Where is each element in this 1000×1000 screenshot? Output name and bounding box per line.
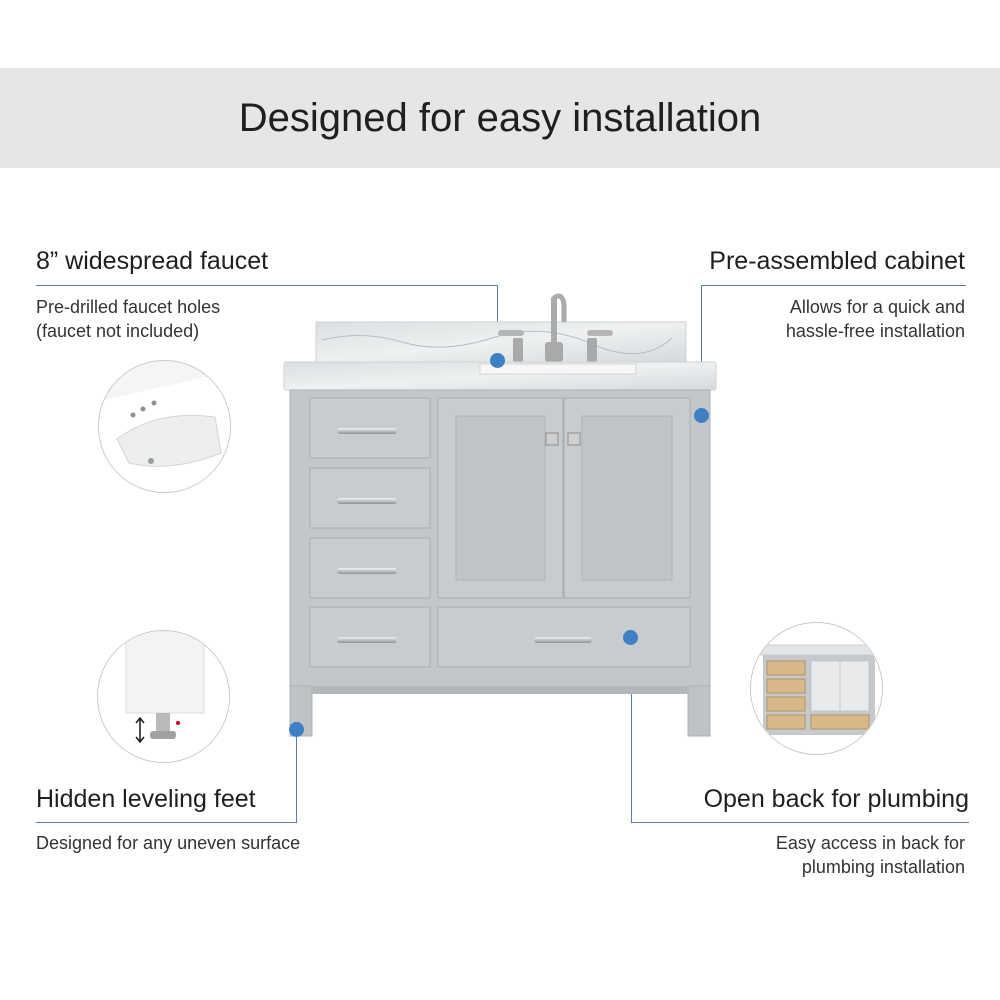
leader-feet-horizontal xyxy=(36,822,297,823)
feature-title-feet: Hidden leveling feet xyxy=(36,785,256,813)
feature-desc-cabinet-line1: Allows for a quick and xyxy=(789,297,965,317)
feature-title-cabinet: Pre-assembled cabinet xyxy=(709,247,965,275)
feature-title-plumbing: Open back for plumbing xyxy=(703,785,969,813)
feature-desc-faucet-line2: (faucet not included) xyxy=(36,321,200,341)
hotspot-faucet xyxy=(490,353,505,368)
leader-faucet-horizontal xyxy=(36,285,498,286)
bathroom-vanity-image xyxy=(283,293,717,737)
hotspot-cabinet xyxy=(694,408,709,423)
leader-feet-vertical xyxy=(296,730,297,823)
feature-title-faucet: 8” widespread faucet xyxy=(36,247,269,275)
leader-cabinet-vertical xyxy=(701,285,702,415)
feature-desc-feet: Designed for any uneven surface xyxy=(36,833,301,853)
feature-desc-plumbing-line2: plumbing installation xyxy=(801,857,965,877)
leader-cabinet-horizontal xyxy=(701,285,966,286)
header-banner: Designed for easy installation xyxy=(0,68,1000,168)
feature-desc-faucet-line1: Pre-drilled faucet holes xyxy=(36,297,221,317)
feature-desc-plumbing-line1: Easy access in back for xyxy=(775,833,965,853)
leveling-foot-image xyxy=(97,630,230,763)
sink-closeup-image xyxy=(98,360,231,493)
page-title: Designed for easy installation xyxy=(238,96,762,140)
leader-plumbing-horizontal xyxy=(631,822,969,823)
feature-desc-cabinet-line2: hassle-free installation xyxy=(785,321,965,341)
hotspot-feet xyxy=(289,722,304,737)
hotspot-plumbing xyxy=(623,630,638,645)
cabinet-back-image xyxy=(750,622,883,755)
leader-plumbing-vertical xyxy=(631,638,632,823)
